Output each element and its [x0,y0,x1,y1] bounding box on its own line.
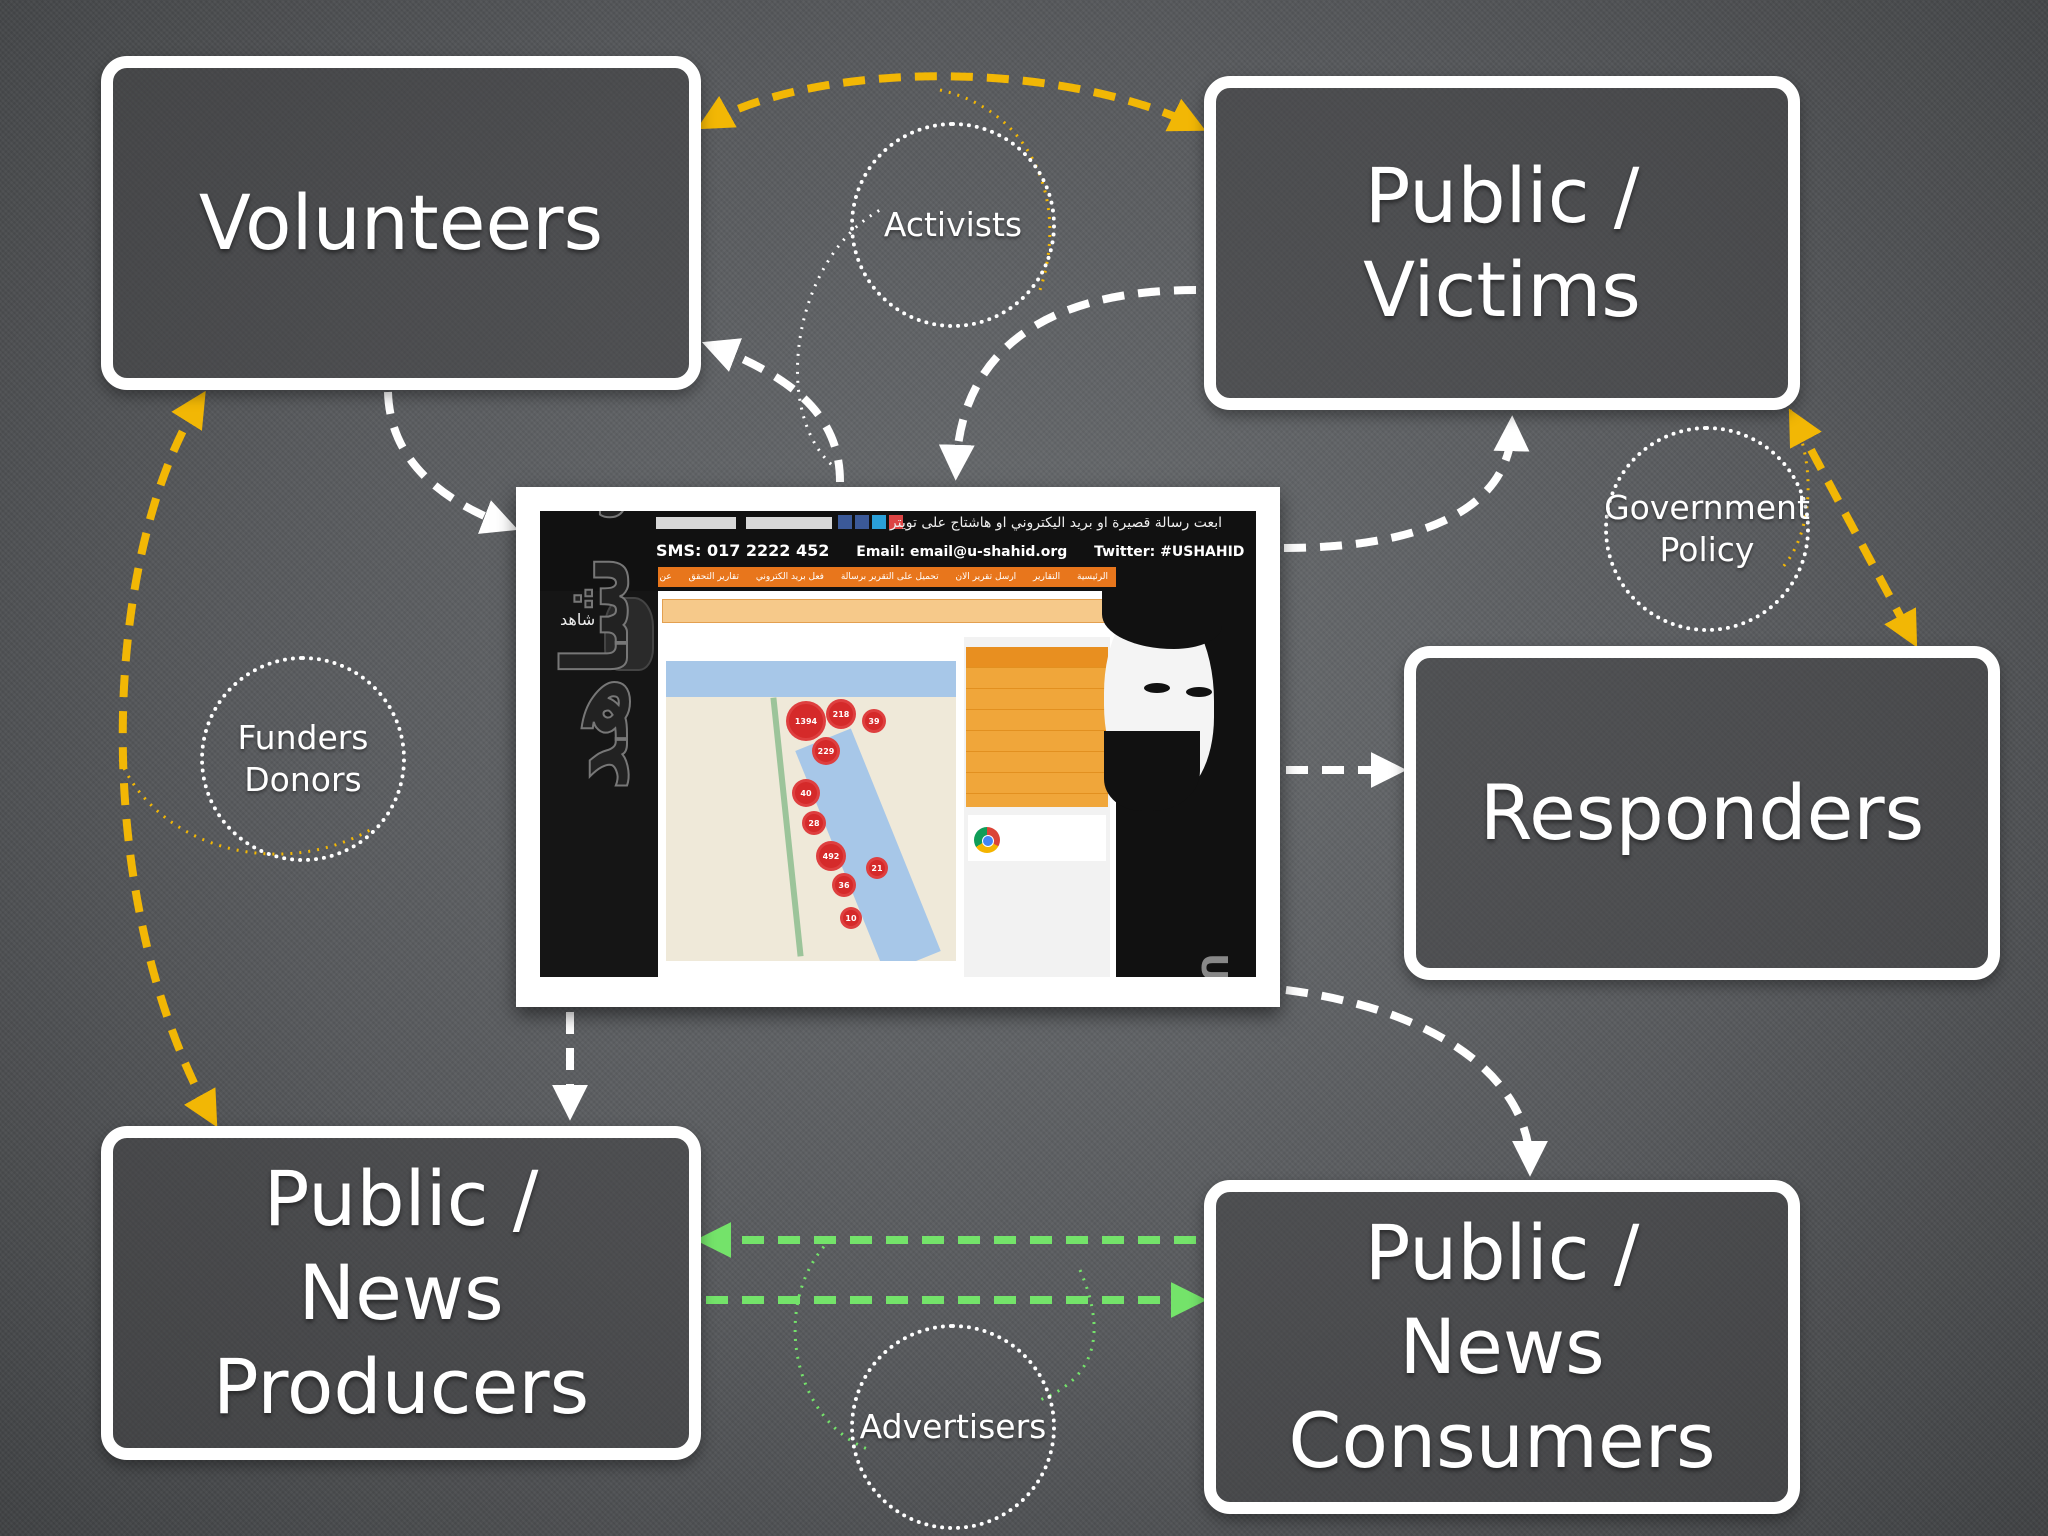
report-cluster[interactable]: 28 [802,811,826,835]
nav-item: ارسل تقرير الان [955,572,1017,582]
activists-label: Activists [883,205,1023,244]
volunteers-box: Volunteers [101,56,701,390]
ushahid-vertical-brand: U-Shahid [1193,953,1234,977]
contact-line: SMS: 017 2222 452 Email: email@u-shahid.… [656,541,1244,560]
search-box [656,517,736,529]
category-item[interactable] [966,773,1108,794]
twitter-icon [855,515,869,529]
chrome-logo-icon [974,827,1000,853]
website-headline: ابعت رسالة قصيرة او بريد اليكتروني او ها… [889,515,1222,531]
arrow-volunteers-producers [118,390,218,1128]
arrow-victims-responders [1788,408,1918,648]
arrow-volunteers-victims [696,72,1206,132]
activists-bubble: Activists [850,122,1056,328]
egypt-map: 1394 218 39 229 40 28 492 36 21 10 [666,661,956,961]
report-cluster[interactable]: 218 [826,699,856,729]
nav-item: تحميل على التقرير برسالة [840,572,939,582]
red-sea [795,728,941,961]
facebook-icon [838,515,852,529]
ushahid-website: ابعت رسالة قصيرة او بريد اليكتروني او ها… [540,511,1256,977]
funders-donors-bubble: Funders Donors [200,656,406,862]
platform-screenshot: ابعت رسالة قصيرة او بريد اليكتروني او ها… [516,487,1280,1007]
category-list [966,647,1108,807]
nav-item: التقارير [1033,572,1061,582]
report-cluster[interactable]: 1394 [786,701,826,741]
social-icons [838,515,903,529]
advertisers-thin-link [793,1238,1096,1452]
consumers-box: Public / News Consumers [1204,1180,1800,1514]
website-main: 1394 218 39 229 40 28 492 36 21 10 [658,591,1116,977]
face-eye [1144,683,1170,693]
responders-label: Responders [1479,768,1925,857]
report-cluster[interactable]: 492 [816,841,846,871]
donors-label: Donors [244,760,362,799]
website-right-panel: U-Shahid [1102,591,1256,977]
report-cluster[interactable]: 10 [840,907,862,929]
category-item[interactable] [966,710,1108,731]
notice-banner [662,599,1112,623]
arrow-platform-to-volunteers [701,338,844,483]
policy-label: Policy [1659,530,1755,569]
chrome-promo [968,815,1106,861]
victims-label-line1: Public / [1364,151,1640,240]
arrow-platform-to-consumers [1285,986,1548,1177]
funders-thin-link [118,759,371,856]
nav-item: الرئيسية [1077,572,1108,582]
email-address: Email: email@u-shahid.org [856,544,1068,560]
government-policy-bubble: Government Policy [1604,426,1810,632]
report-cluster[interactable]: 21 [866,857,888,879]
consumers-label-line2: News [1399,1302,1605,1391]
website-left-panel: انت شاهد انت شاهد [540,511,658,977]
website-header: ابعت رسالة قصيرة او بريد اليكتروني او ها… [540,511,1256,591]
report-cluster[interactable]: 39 [862,709,886,733]
nav-item: تقارير التحقق [688,572,739,582]
producers-label-line1: Public / [263,1154,539,1243]
report-cluster[interactable]: 36 [832,873,856,897]
category-item[interactable] [966,647,1108,668]
rss-icon [889,515,903,529]
language-box [746,517,832,529]
consumers-label-line1: Public / [1364,1208,1640,1297]
vertical-arabic-title: انت شاهد [543,511,650,792]
funders-label: Funders [237,718,369,757]
producers-label-line3: Producers [212,1342,590,1431]
advertisers-label: Advertisers [859,1407,1047,1446]
website-nav: الرئيسية التقارير ارسل تقرير الان تحميل … [658,567,1116,587]
victims-label-line2: Victims [1363,245,1641,334]
producers-label-line2: News [298,1248,504,1337]
twitter-hashtag: Twitter: #USHAHID [1094,544,1245,560]
nav-item: عن نحن [658,572,672,582]
producers-box: Public / News Producers [101,1126,701,1460]
website-logo: انت شاهد [560,610,625,629]
share-icon [872,515,886,529]
arrow-platform-to-victims [1283,415,1530,552]
consumers-label-line3: Consumers [1288,1396,1716,1485]
category-item[interactable] [966,689,1108,710]
report-cluster[interactable]: 229 [812,737,840,765]
category-item[interactable] [966,752,1108,773]
arrow-victims-to-platform [938,286,1197,481]
victims-box: Public / Victims [1204,76,1800,410]
categories-sidebar [964,637,1110,977]
report-cluster[interactable]: 40 [792,779,820,807]
category-item[interactable] [966,731,1108,752]
volunteers-label: Volunteers [198,178,604,267]
category-item[interactable] [966,668,1108,689]
nav-item: فعل بريد الكتروني [755,572,824,582]
government-label: Government [1604,488,1810,527]
mediterranean-sea [666,661,956,697]
advertisers-bubble: Advertisers [850,1324,1056,1530]
face-thumbnail [604,597,654,671]
responders-box: Responders [1404,646,2000,980]
sms-number: SMS: 017 2222 452 [656,541,830,560]
arrow-volunteers-to-platform [384,391,519,534]
face-beard [1104,731,1200,811]
face-eye [1186,687,1212,697]
